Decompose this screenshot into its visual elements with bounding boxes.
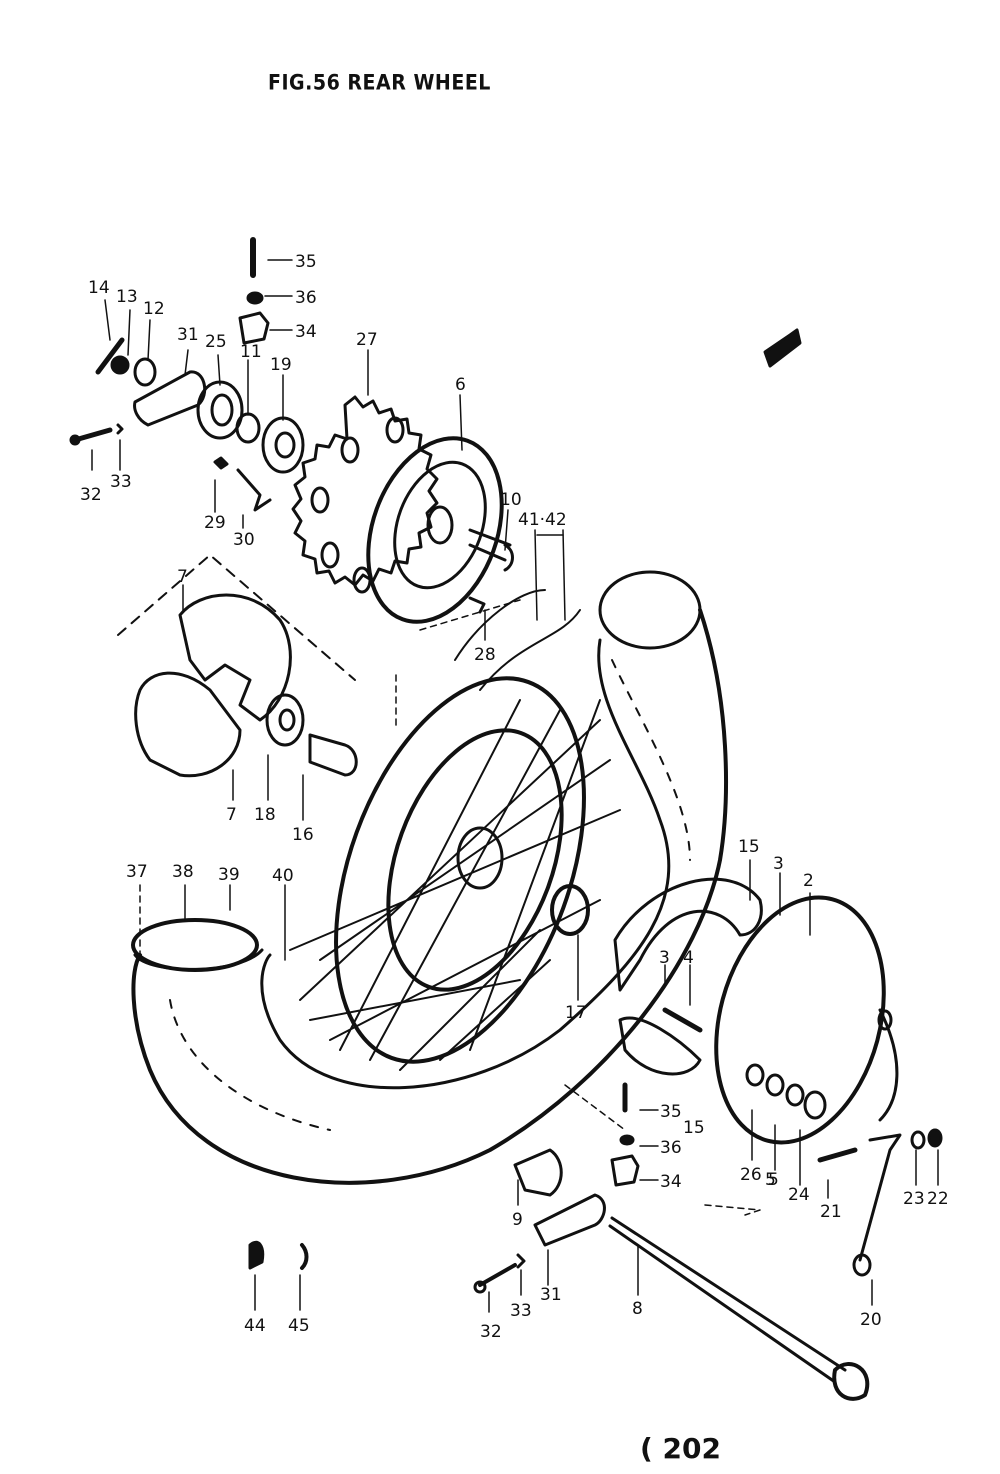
callout-25: 38 [172,862,194,882]
callout-37: 34 [660,1172,682,1192]
callout-49: 33 [510,1301,532,1321]
front-arrow-icon [763,328,802,368]
callout-14: 41·42 [518,510,567,530]
callout-40: 24 [788,1185,810,1205]
tire [131,570,728,1185]
callout-35: 36 [660,1138,682,1158]
callout-50: 32 [480,1322,502,1342]
callout-24: 37 [126,862,148,882]
brake-assembly [613,877,943,1277]
callout-11: 27 [356,330,378,350]
callout-33: 17 [565,1003,587,1023]
callout-45: 31 [540,1285,562,1305]
callout-12: 6 [455,375,466,395]
callout-26: 39 [218,865,240,885]
cush-drive-dampers [117,554,358,778]
page-number: ( 202 [640,1432,721,1465]
callout-23: 7 [226,805,237,825]
callout-27: 40 [272,866,294,886]
figure-title: FIG.56 REAR WHEEL [268,70,491,96]
callout-52: 45 [288,1316,310,1336]
sprocket [291,395,439,594]
callout-5: 13 [116,287,138,307]
callout-18: 30 [233,530,255,550]
callout-21: 18 [254,805,276,825]
callout-7: 31 [177,325,199,345]
callout-48: 5 [765,1170,776,1190]
rim-and-spokes [289,589,621,1071]
callout-9: 11 [240,342,262,362]
callout-19: 7 [177,567,188,587]
callout-17: 29 [204,513,226,533]
callout-51: 44 [244,1316,266,1336]
callout-31: 3 [659,948,670,968]
callout-43: 22 [927,1189,949,1209]
callout-28: 15 [738,837,760,857]
axle-side-parts [473,884,870,1401]
callout-41: 21 [820,1202,842,1222]
callout-4: 14 [88,278,110,298]
callout-42: 23 [903,1189,925,1209]
callout-47: 20 [860,1310,882,1330]
callout-36: 15 [683,1118,705,1138]
callout-38: 26 [740,1165,762,1185]
callout-22: 16 [292,825,314,845]
callout-3: 34 [295,322,317,342]
callout-34: 35 [660,1102,682,1122]
callout-20: 28 [474,645,496,665]
callout-13: 10 [500,490,522,510]
callout-8: 25 [205,332,227,352]
callout-1: 35 [295,252,317,272]
callout-46: 8 [632,1299,643,1319]
leader-lines [91,259,939,1313]
callout-30: 2 [803,871,814,891]
valve-parts [248,1240,309,1270]
callout-15: 32 [80,485,102,505]
callout-39: 5 [768,1170,779,1190]
callout-16: 33 [110,472,132,492]
callout-44: 9 [512,1210,523,1230]
callout-6: 12 [143,299,165,319]
callout-29: 3 [773,854,784,874]
callout-32: 4 [683,948,694,968]
callout-10: 19 [270,355,292,375]
callout-labels: 35 36 34 14 13 12 31 25 11 19 27 6 10 41… [80,252,949,1342]
callout-2: 36 [295,288,317,308]
sprocket-drum [366,436,514,624]
